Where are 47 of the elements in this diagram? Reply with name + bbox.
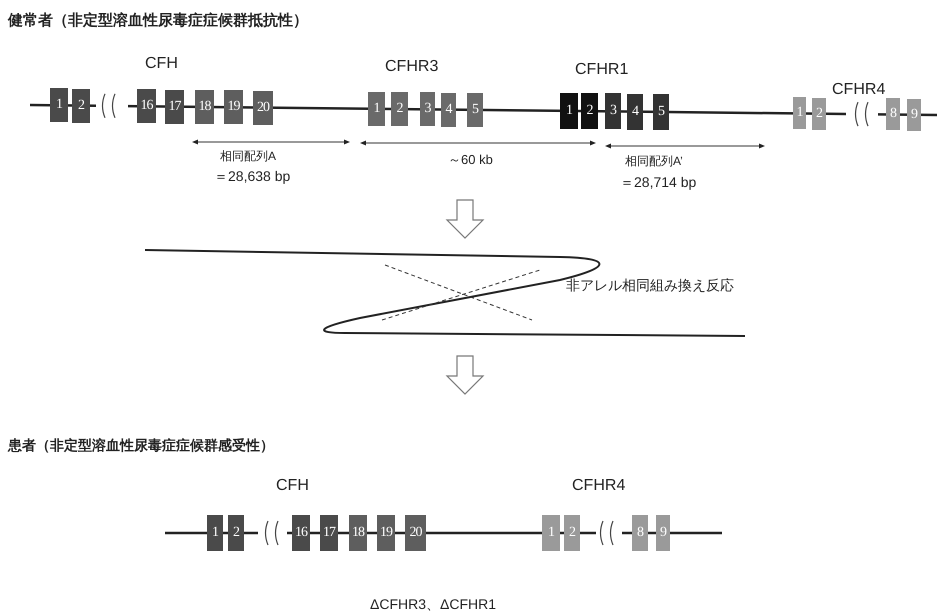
exon-box: 16 [137, 89, 156, 124]
section-heading: 健常者（非定型溶血性尿毒症症候群抵抗性） [8, 11, 308, 31]
exon-box: 8 [632, 515, 648, 551]
exon-box: 9 [656, 515, 670, 551]
exon-box: 18 [349, 515, 367, 551]
section-heading: 患者（非定型溶血性尿毒症症候群感受性） [8, 436, 274, 455]
exon-box: 2 [812, 98, 826, 130]
exon-box: 2 [581, 93, 598, 130]
length-label: ～60 kb [448, 151, 493, 169]
exon-box: 20 [405, 515, 426, 551]
exon-box: 1 [793, 97, 806, 130]
gene-label: CFHR4 [572, 476, 626, 496]
exon-box: 2 [564, 515, 580, 551]
exon-box: 2 [228, 515, 244, 551]
exon-box: 1 [542, 515, 560, 551]
exon-box: 18 [195, 90, 214, 124]
gene-label: CFH [145, 54, 178, 74]
gene-label: CFHR1 [575, 60, 628, 80]
exon-box: 2 [72, 88, 90, 123]
exon-box: 17 [320, 515, 338, 551]
length-label: ＝28,638 bp [214, 167, 290, 186]
exon-box: 1 [50, 88, 68, 122]
exon-box: 4 [627, 94, 643, 130]
exon-box: 16 [292, 515, 310, 551]
exon-box: 1 [207, 515, 223, 551]
exon-box: 5 [467, 92, 483, 127]
gene-label: CFHR3 [385, 57, 438, 77]
gene-label: CFHR4 [832, 80, 886, 100]
sequence-label: 相同配列A’ [625, 153, 683, 170]
exon-box: 3 [605, 93, 621, 130]
exon-box: 2 [391, 92, 408, 126]
exon-box: 3 [420, 92, 435, 126]
sequence-label: 相同配列A [220, 148, 276, 165]
exon-box: 9 [907, 98, 921, 131]
exon-box: 5 [653, 94, 669, 130]
exon-box: 19 [377, 515, 395, 551]
process-label: 非アレル相同組み換え反応 [566, 276, 734, 295]
exon-box: 17 [165, 90, 184, 124]
exon-box: 20 [253, 90, 273, 125]
exon-box: 1 [368, 92, 385, 126]
exon-box: 8 [886, 98, 900, 130]
exon-box: 4 [441, 92, 456, 127]
gene-label: CFH [276, 476, 309, 496]
exon-box: 1 [560, 92, 578, 129]
exon-box: 19 [224, 90, 243, 124]
deletion-label: ΔCFHR3、ΔCFHR1 [370, 595, 496, 614]
length-label: ＝28,714 bp [620, 173, 696, 192]
